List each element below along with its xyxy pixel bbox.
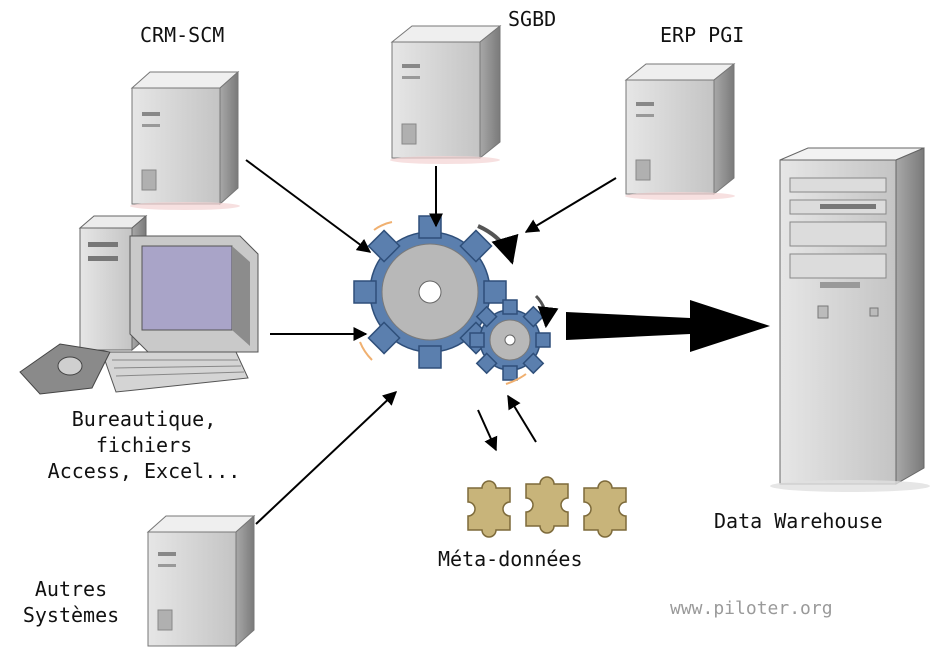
arrow-autres-to-etl (255, 391, 398, 525)
watermark-url: www.piloter.org (670, 598, 833, 619)
arrow-etl-to-meta (477, 409, 498, 452)
arrow-etl-to-warehouse (566, 300, 770, 352)
flow-arrows (245, 159, 617, 525)
autres-server-icon (146, 514, 256, 648)
arrow-crm-to-etl (245, 159, 372, 253)
label-autres-line1: Autres (34, 577, 108, 601)
label-autres-systemes: Autres Systèmes (6, 576, 136, 628)
label-bureautique-line3: Access, Excel... (47, 459, 241, 483)
crm-server-icon (130, 70, 240, 210)
data-warehouse-server-icon (770, 147, 930, 492)
label-bureautique-line2: fichiers (95, 433, 193, 457)
arrow-erp-to-etl (524, 177, 617, 233)
desktop-computer-icon (19, 214, 259, 395)
sgbd-server-icon (390, 24, 502, 164)
arrow-meta-to-etl (507, 394, 537, 443)
label-bureautique: Bureautique, fichiers Access, Excel... (24, 406, 264, 484)
label-crm-scm: CRM-SCM (140, 23, 225, 47)
label-erp-pgi: ERP PGI (660, 23, 745, 47)
metadata-puzzle-icon (467, 476, 627, 538)
etl-gears-icon (353, 215, 559, 385)
label-autres-line2: Systèmes (22, 603, 120, 627)
label-sgbd: SGBD (508, 7, 557, 31)
label-bureautique-line1: Bureautique, (71, 407, 217, 431)
label-data-warehouse: Data Warehouse (714, 509, 883, 533)
label-meta-donnees: Méta-données (438, 547, 583, 571)
erp-server-icon (624, 62, 736, 200)
